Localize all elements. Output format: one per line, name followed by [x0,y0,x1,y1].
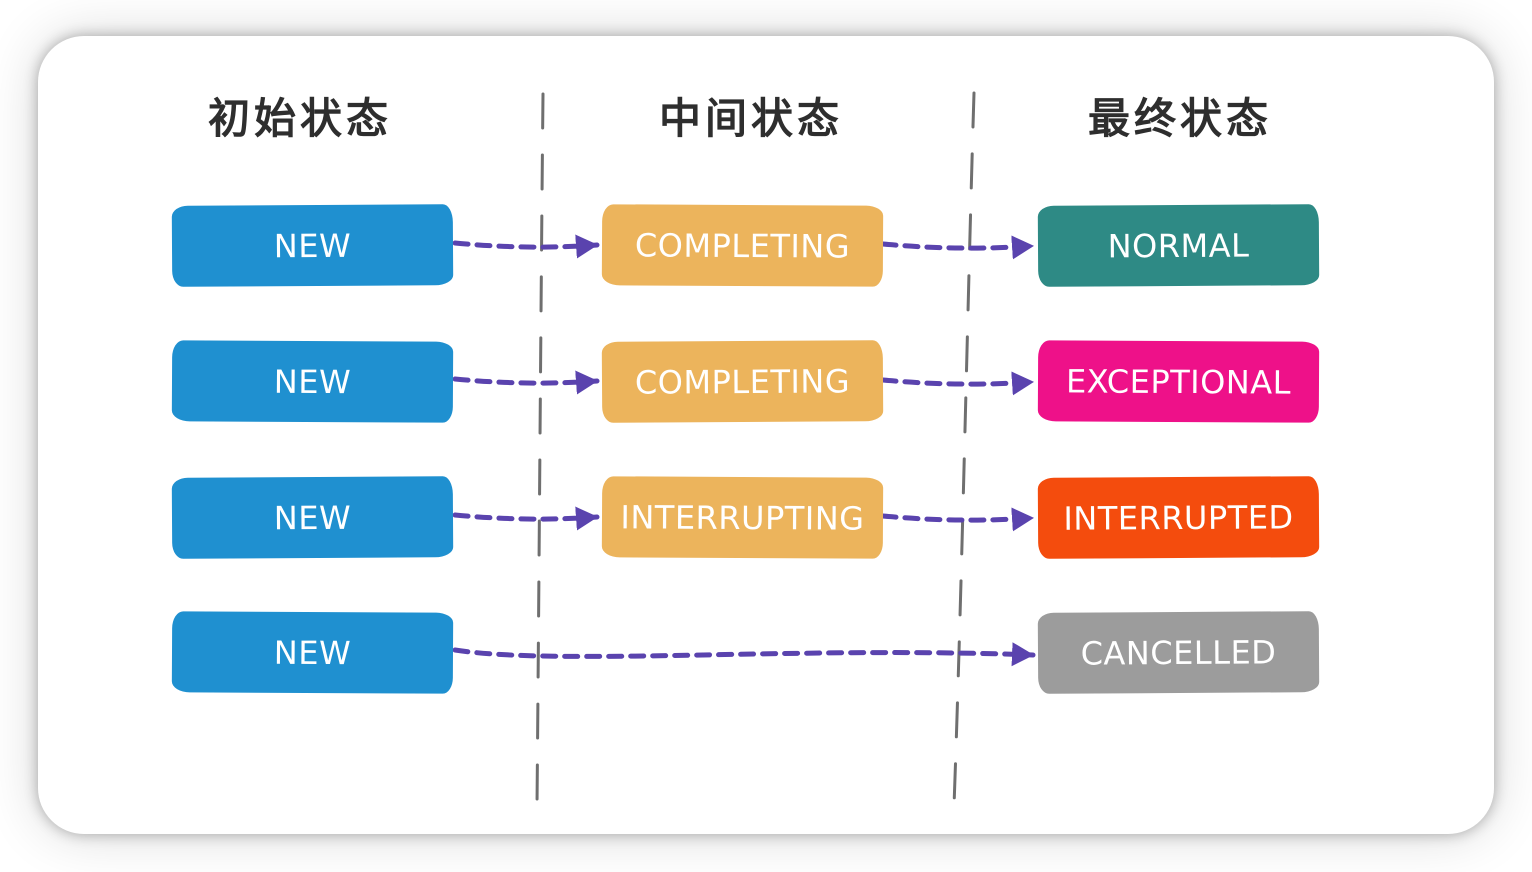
arrow-row3-new-to-interrupting [452,506,600,531]
column-header-final-state: 最终状态 [1087,94,1272,143]
state-label: COMPLETING [634,225,851,266]
arrow-row2-completing-to-exceptional [880,371,1036,396]
arrow-row4-new-to-cancelled [452,642,1036,667]
column-header-intermediate-state: 中间状态 [658,94,843,143]
state-label: NORMAL [1107,226,1250,265]
arrow-row1-completing-to-normal [880,235,1036,260]
state-box-exceptional: EXCEPTIONAL [1037,340,1320,423]
state-box-new-row1: NEW [171,204,454,287]
arrow-row3-interrupting-to-interrupted [880,507,1036,532]
arrow-row2-new-to-completing [452,370,600,395]
diagram-card: 初始状态 中间状态 最终状态 NEW COMPLETING [38,36,1494,834]
column-divider-left [535,92,545,808]
state-label: INTERRUPTED [1063,497,1294,538]
column-header-initial-state: 初始状态 [207,94,392,143]
column-divider-right [952,91,976,808]
state-box-interrupting: INTERRUPTING [601,476,884,559]
state-box-new-row4: NEW [171,611,454,694]
connector-layer [452,91,1036,808]
state-label: INTERRUPTING [620,497,865,538]
state-box-completing-row1: COMPLETING [601,204,884,287]
state-label: EXCEPTIONAL [1065,361,1292,402]
state-label: NEW [273,633,352,672]
state-box-interrupted: INTERRUPTED [1037,476,1320,559]
state-label: NEW [273,498,352,537]
arrow-row1-new-to-completing [452,234,600,259]
state-box-completing-row2: COMPLETING [601,340,884,423]
state-label: NEW [273,362,352,401]
state-box-new-row3: NEW [171,476,454,559]
state-box-new-row2: NEW [171,340,454,423]
state-box-cancelled: CANCELLED [1037,611,1320,694]
state-label: NEW [273,226,352,265]
state-box-normal: NORMAL [1037,204,1320,287]
state-label: CANCELLED [1080,632,1277,673]
state-label: COMPLETING [634,361,851,402]
